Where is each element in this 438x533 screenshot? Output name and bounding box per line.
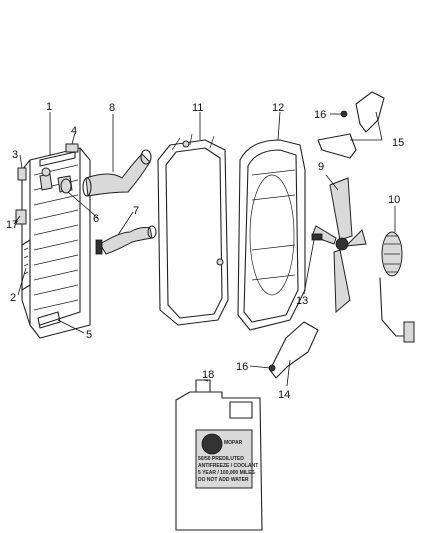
callout-labels: 1 2 3 4 5 6 7 8 9 10 11 12 13 14 15 16 1… [6,101,404,401]
callout-8: 8 [109,102,115,114]
fan-shroud-upper [157,133,229,326]
lower-bracket [268,321,319,379]
jug-line-4: DO NOT ADD WATER [198,477,249,483]
callout-10: 10 [388,194,400,206]
jug-line-2: ANTIFREEZE / COOLANT [198,463,258,469]
callout-12: 12 [272,102,284,114]
callout-16-upper: 16 [314,109,326,121]
upper-radiator-hose [82,149,152,197]
fan-shroud [237,139,306,331]
viscous-fan-drive [379,231,415,343]
callout-9: 9 [318,161,324,173]
callout-16-lower: 16 [236,361,248,373]
fan-bolt [311,233,323,241]
callout-14: 14 [278,389,290,401]
callout-7: 7 [133,205,139,217]
callout-17: 17 [6,219,18,231]
jug-brand-text: MOPAR [224,440,243,446]
radiator-isolator [15,209,27,225]
jug-line-3: 5 YEAR / 100,000 MILES [198,470,256,476]
coolant-jug: MOPAR 50/50 PREDILUTED ANTIFREEZE / COOL… [175,379,263,531]
callout-4: 4 [71,125,77,137]
upper-bracket [317,91,385,159]
leader-lines [13,111,396,387]
callout-6: 6 [93,213,99,225]
hose-clamp [60,178,72,194]
callout-2: 2 [10,292,16,304]
radiator-side-tank [21,239,31,291]
radiator-lower-bracket [37,311,61,329]
callout-11: 11 [192,102,203,114]
jug-line-1: 50/50 PREDILUTED [198,456,244,462]
drain-cock [17,167,27,181]
callout-5: 5 [86,329,92,341]
callout-3: 3 [12,149,18,161]
cooling-fan [311,177,367,314]
callout-13: 13 [296,295,308,307]
lower-radiator-hose [95,225,157,255]
callout-1: 1 [46,101,52,113]
radiator [21,147,91,339]
radiator-top-fitting [65,143,79,153]
callout-15: 15 [392,137,404,149]
callout-18: 18 [202,369,214,381]
